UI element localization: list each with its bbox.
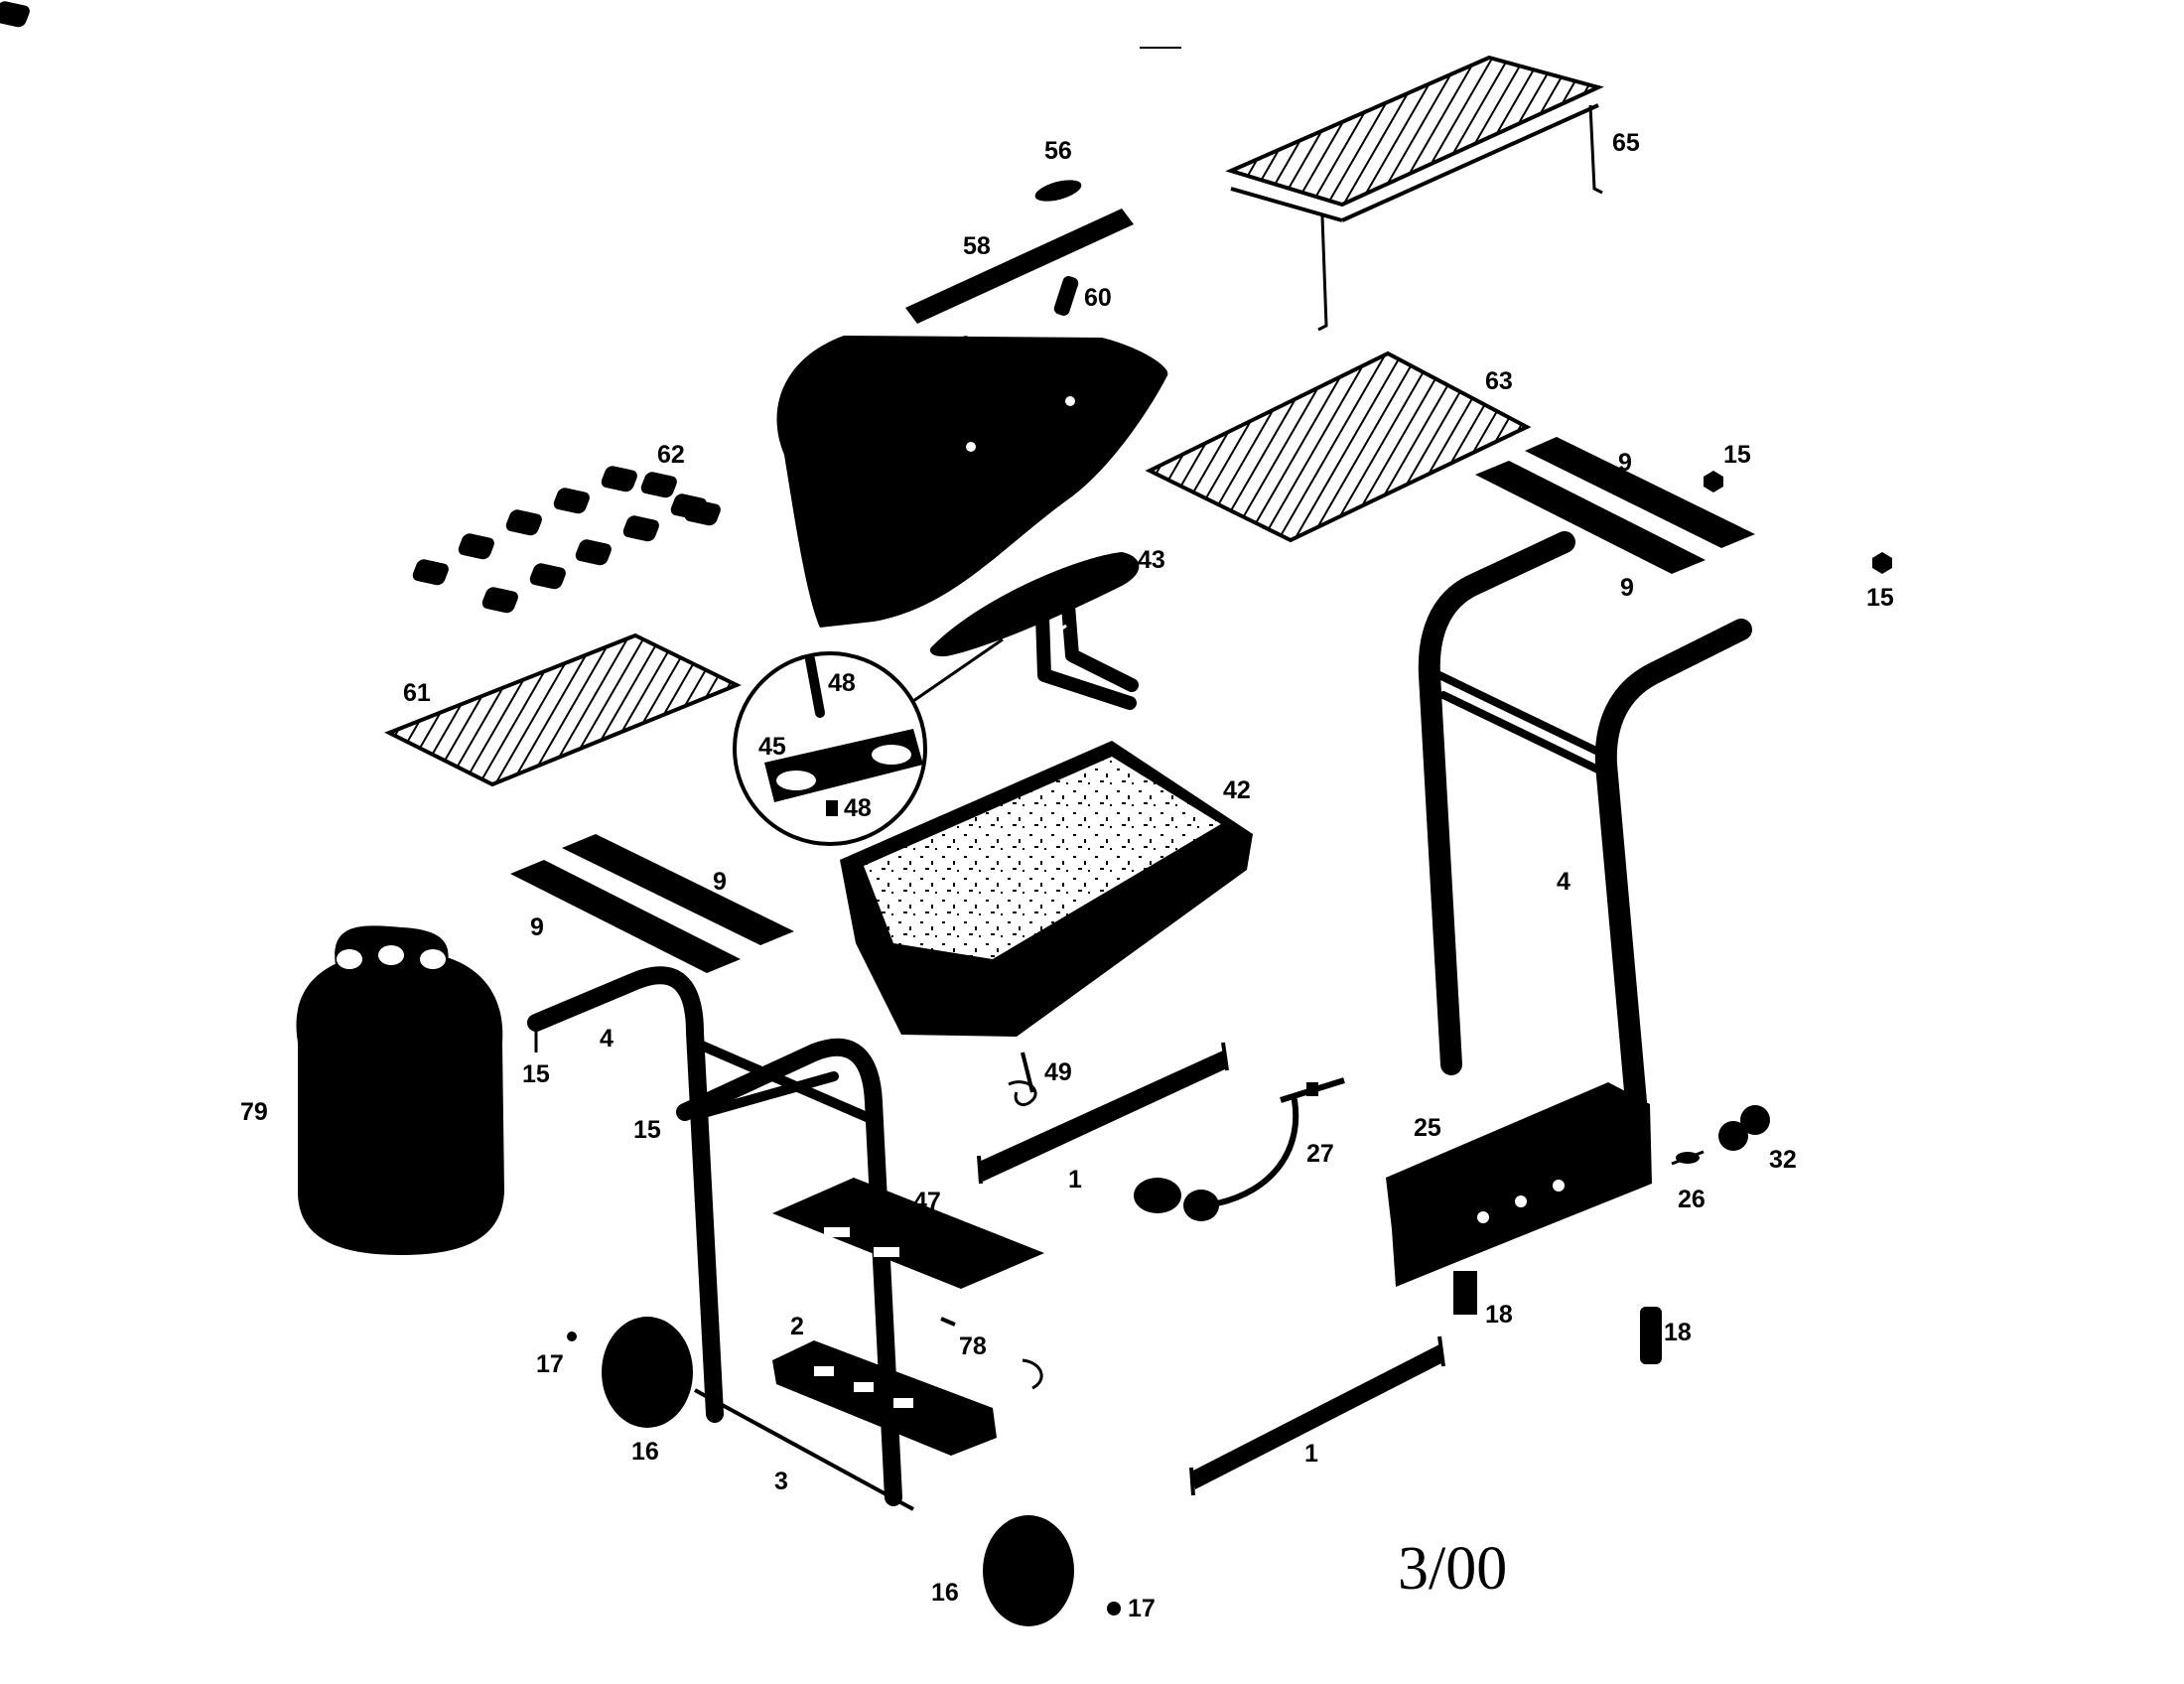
part-78-clip [940, 1317, 1043, 1390]
label-4: 4 [600, 1025, 614, 1052]
label-18: 18 [1664, 1319, 1692, 1346]
part-25-control-panel [1386, 1082, 1652, 1315]
part-4-left-cart-frame [527, 966, 902, 1506]
label-49: 49 [1044, 1058, 1072, 1086]
label-55: 55 [808, 391, 836, 419]
part-32-control-knobs [1718, 1105, 1770, 1151]
part-4-right-cart-frame [1418, 531, 1752, 1113]
label-1: 1 [1068, 1166, 1082, 1193]
part-56-bezel [1034, 180, 1082, 202]
label-3: 3 [774, 1468, 788, 1495]
label-9: 9 [713, 868, 727, 896]
label-60: 60 [927, 338, 955, 365]
label-43: 43 [1138, 546, 1165, 574]
label-60: 60 [1084, 284, 1112, 312]
part-18-sleeve [1640, 1307, 1662, 1364]
part-9-heat-shields-left [510, 834, 794, 973]
label-78: 78 [959, 1333, 987, 1360]
part-1-cross-braces [977, 1042, 1445, 1496]
part-3-axle [694, 1388, 914, 1511]
part-62-ceramic-briquettes [0, 1, 724, 615]
part-15-fasteners [1704, 471, 1892, 574]
part-61-rock-grate [384, 632, 742, 787]
label-17: 17 [536, 1350, 564, 1378]
label-26: 26 [1678, 1186, 1706, 1213]
date-code: 3/00 [1398, 1535, 1507, 1603]
part-27-regulator [1134, 1077, 1345, 1221]
label-4: 4 [1557, 868, 1570, 896]
label-15: 15 [1866, 584, 1894, 612]
label-63: 63 [1485, 367, 1513, 395]
part-48-igniter-inset [733, 637, 1004, 846]
label-79: 79 [240, 1098, 268, 1126]
label-61: 61 [403, 679, 431, 707]
label-45: 45 [758, 733, 786, 761]
part-42-firebox [840, 741, 1253, 1037]
label-9: 9 [530, 913, 544, 941]
label-27: 27 [1306, 1140, 1334, 1168]
label-42: 42 [1223, 776, 1251, 804]
label-65: 65 [1612, 129, 1640, 157]
label-62: 62 [657, 441, 685, 469]
part-58-lid-handle [905, 209, 1134, 324]
label-16: 16 [931, 1579, 959, 1607]
part-63-cooking-grate [1145, 351, 1532, 543]
label-32: 32 [1769, 1146, 1797, 1174]
part-65-warming-rack [1225, 55, 1604, 332]
label-48: 48 [828, 669, 856, 697]
part-17-hubcaps [567, 1332, 1121, 1615]
label-17: 17 [1128, 1595, 1156, 1622]
label-16: 16 [631, 1438, 659, 1466]
part-47-bottom-shelf [772, 1178, 1044, 1289]
label-25: 25 [1414, 1114, 1441, 1142]
part-16-wheels [602, 1317, 1074, 1626]
label-2: 2 [790, 1313, 804, 1340]
label-15: 15 [633, 1116, 661, 1144]
part-43-burner [929, 552, 1140, 710]
part-79-propane-tank [296, 925, 504, 1255]
part-26-igniter-button [1671, 1150, 1705, 1166]
label-1: 1 [1304, 1440, 1318, 1468]
label-15: 15 [1723, 441, 1751, 469]
label-58: 58 [963, 232, 991, 260]
part-2-lower-shelf [772, 1340, 997, 1456]
label-9: 9 [1618, 449, 1632, 477]
part-49-hitch-pin [1008, 1052, 1037, 1106]
label-9: 9 [1620, 574, 1634, 602]
label-48: 48 [844, 794, 872, 822]
part-55-lid [776, 336, 1168, 628]
label-56: 56 [1044, 137, 1072, 165]
label-18: 18 [1485, 1301, 1513, 1329]
part-9-heat-shields-right [1475, 437, 1755, 574]
label-15: 15 [522, 1060, 550, 1088]
label-47: 47 [913, 1188, 941, 1215]
